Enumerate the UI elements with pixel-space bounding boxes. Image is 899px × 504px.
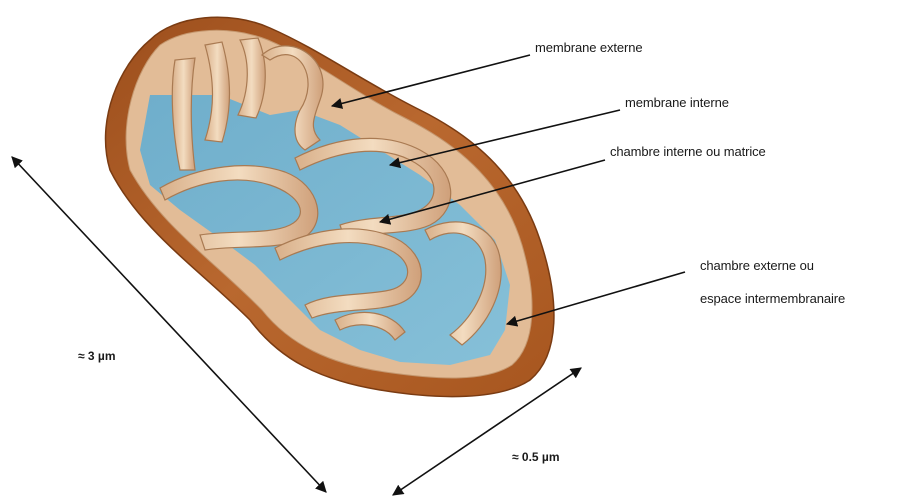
label-intermembrane-line2: espace intermembranaire	[700, 291, 845, 306]
label-matrix: chambre interne ou matrice	[610, 144, 766, 159]
label-width: ≈ 0.5 µm	[512, 450, 560, 464]
label-inner-membrane: membrane interne	[625, 95, 729, 110]
label-length: ≈ 3 µm	[78, 349, 116, 363]
label-outer-membrane: membrane externe	[535, 40, 643, 55]
label-intermembrane-line1: chambre externe ou	[700, 258, 814, 273]
